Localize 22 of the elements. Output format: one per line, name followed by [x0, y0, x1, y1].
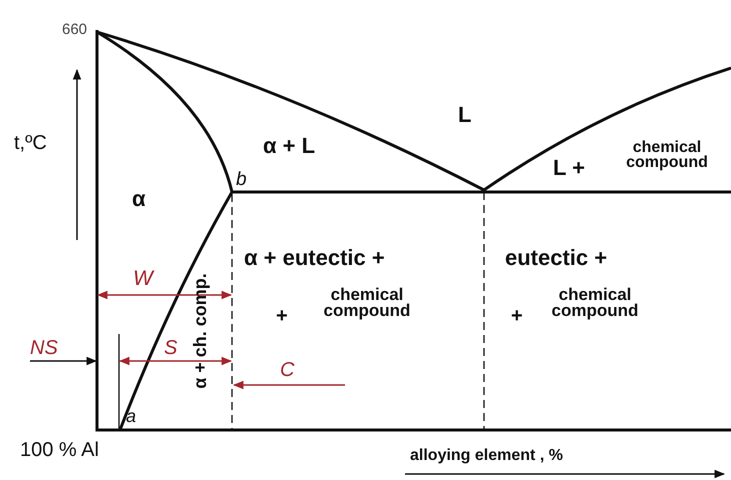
point-label: a — [126, 407, 136, 425]
axis-label: alloying element , % — [410, 448, 563, 464]
axis-tick-label: 660 — [62, 22, 88, 37]
phase-label: α + ch. comp. — [190, 273, 209, 389]
phase-label: α + eutectic + — [244, 247, 385, 269]
phase-label: L — [458, 104, 472, 126]
phase-label: + — [511, 306, 523, 326]
phase-label: chemical compound — [625, 140, 709, 170]
zone-label: C — [280, 360, 294, 380]
zone-label: W — [133, 268, 153, 289]
phase-label: chemical compound — [550, 287, 640, 320]
point-label: b — [236, 170, 247, 189]
phase-label: α + L — [263, 135, 316, 157]
phase-label: eutectic + — [505, 247, 608, 269]
phase-label: L + — [553, 157, 586, 179]
zone-label: NS — [30, 338, 58, 358]
axis-label: 100 % Al — [20, 440, 99, 460]
phase-label: + — [276, 306, 288, 326]
axis-label: t,ºC — [14, 133, 47, 153]
phase-label: α — [132, 188, 146, 210]
phase-label: chemical compound — [322, 287, 412, 320]
zone-label: S — [164, 338, 178, 358]
